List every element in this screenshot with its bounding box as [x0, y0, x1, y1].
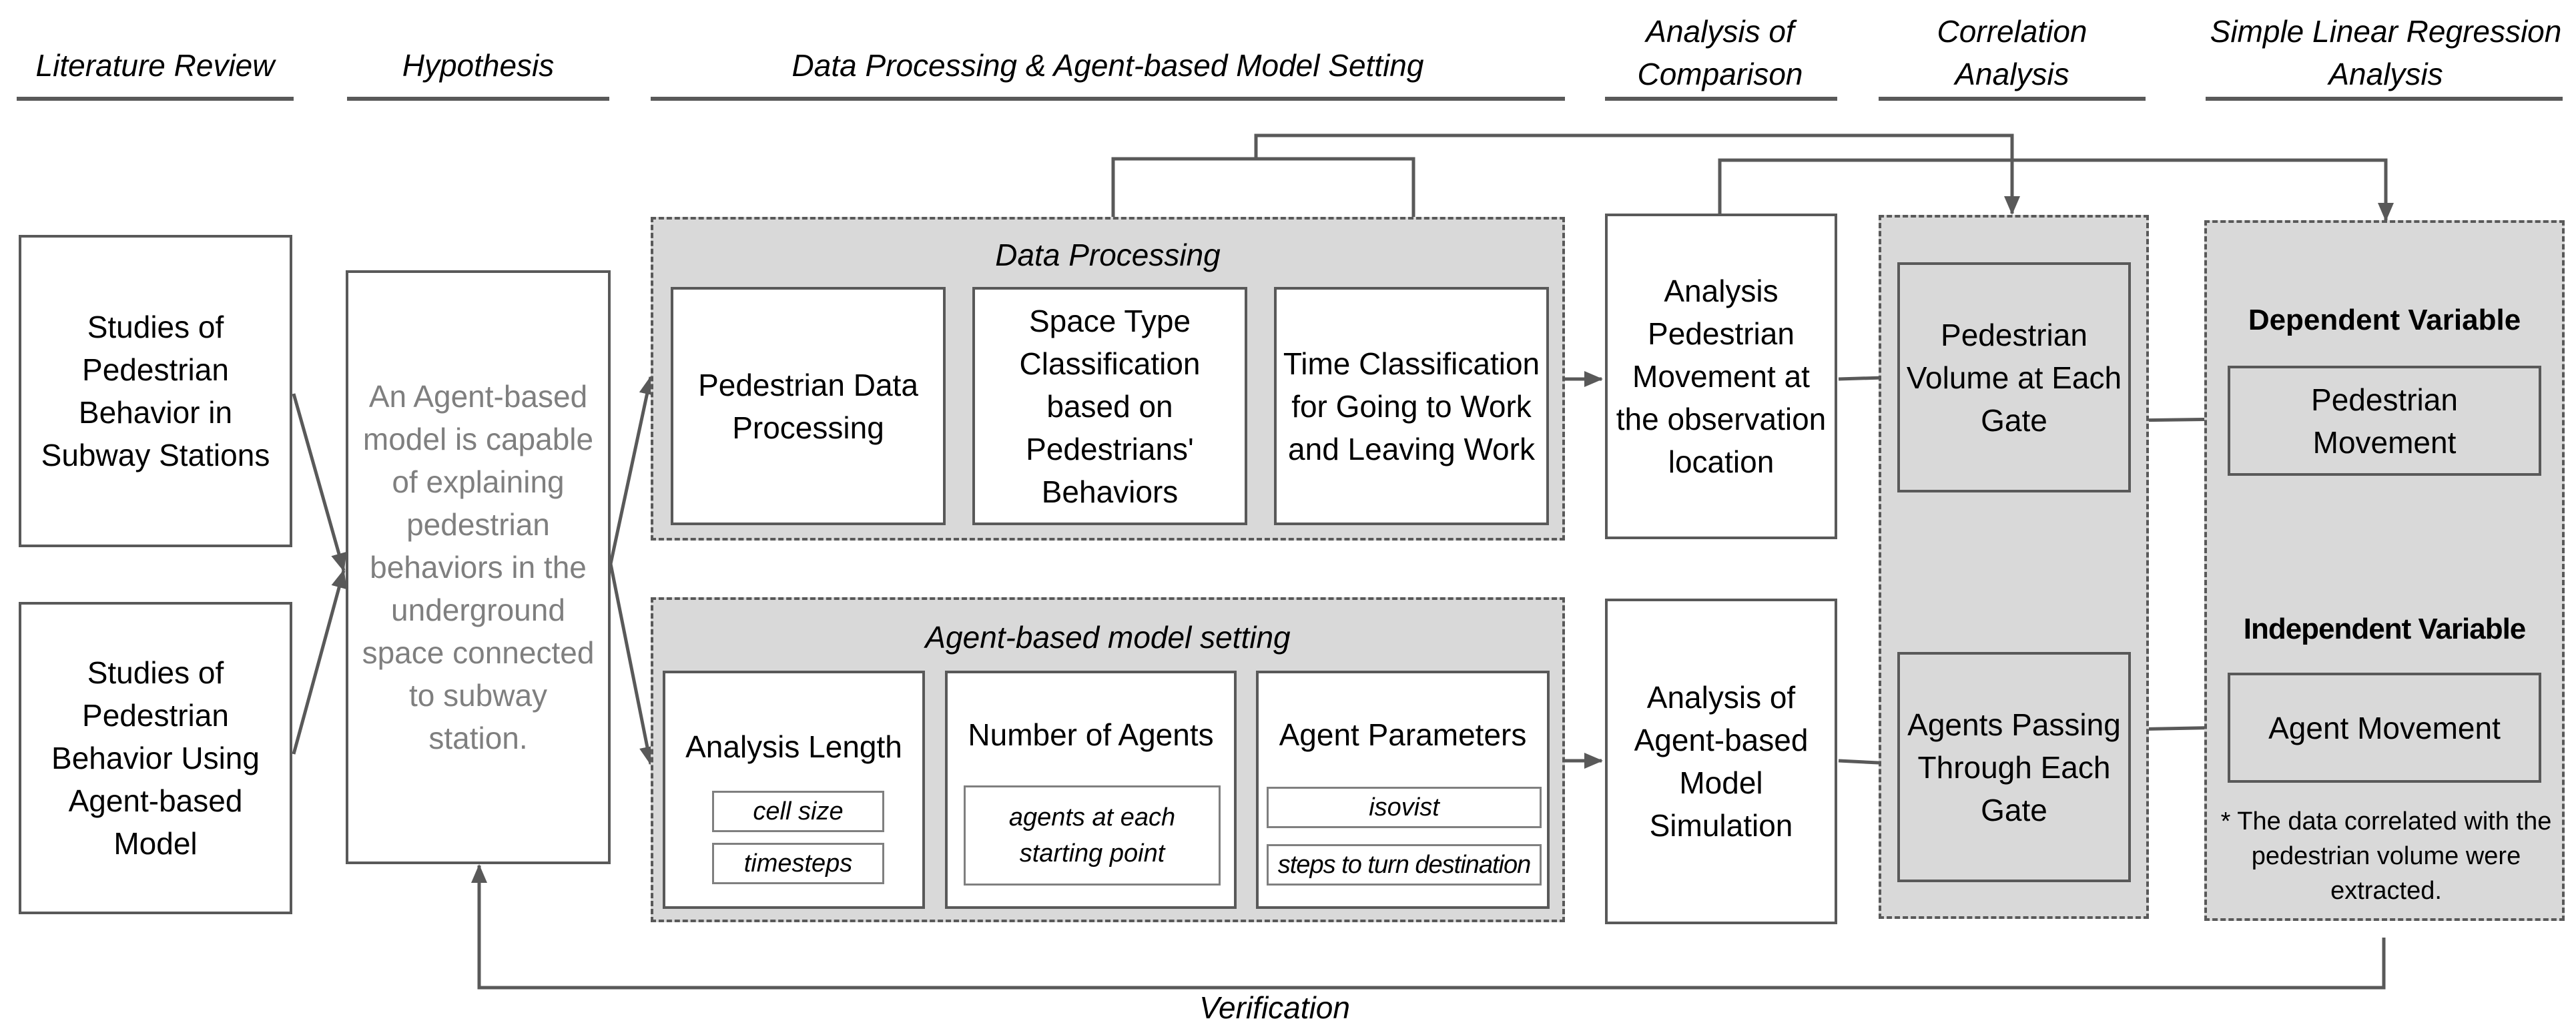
- agent-parameters-box: Agent Parameters isovist steps to turn d…: [1256, 671, 1550, 909]
- phase-underline: [2206, 97, 2563, 101]
- analysis-pedestrian-movement-box: Analysis Pedestrian Movement at the obse…: [1605, 214, 1837, 539]
- independent-variable-label: Independent Variable: [2243, 613, 2527, 645]
- regression-panel: [2204, 220, 2565, 921]
- regression-note: * The data correlated with the pedestria…: [2220, 807, 2552, 905]
- verification-label: Verification: [1199, 990, 1350, 1025]
- timesteps-item: timesteps: [712, 843, 884, 884]
- number-of-agents-label: Number of Agents: [968, 717, 1214, 752]
- agent-movement-text: Agent Movement: [2268, 710, 2501, 745]
- connector-top-horizontal: [1718, 158, 2394, 222]
- analysis-pedestrian-movement-text: Analysis Pedestrian Movement at the obse…: [1616, 274, 1827, 479]
- dependent-variable-label: Dependent Variable: [2248, 304, 2521, 336]
- steps-to-turn-destination-item: steps to turn destination: [1267, 844, 1542, 886]
- number-of-agents-box: Number of Agents agents at each starting…: [945, 671, 1237, 909]
- cell-size-item: cell size: [712, 791, 884, 832]
- hypothesis-text: An Agent-based model is capable of expla…: [362, 379, 595, 755]
- abm-setting-title: Agent-based model setting: [925, 620, 1291, 655]
- literature-box-subway: Studies of Pedestrian Behavior in Subway…: [19, 235, 292, 547]
- literature-box-agent-based-text: Studies of Pedestrian Behavior Using Age…: [51, 655, 260, 861]
- space-type-classification-text: Space Type Classification based on Pedes…: [1019, 303, 1201, 509]
- arrow-lit1-to-hypothesis: [292, 393, 347, 572]
- data-processing-title: Data Processing: [995, 238, 1221, 272]
- isovist-item: isovist: [1267, 787, 1542, 828]
- arrow-hypothesis-to-data-processing: [609, 376, 655, 565]
- literature-box-subway-text: Studies of Pedestrian Behavior in Subway…: [41, 310, 270, 472]
- pedestrian-movement-box: Pedestrian Movement: [2228, 366, 2541, 476]
- pedestrian-volume-text: Pedestrian Volume at Each Gate: [1906, 317, 2122, 438]
- phase-underline: [17, 97, 294, 101]
- analysis-abm-simulation-text: Analysis of Agent-based Model Simulation: [1634, 680, 1809, 843]
- hypothesis-box: An Agent-based model is capable of expla…: [346, 270, 611, 864]
- analysis-abm-simulation-box: Analysis of Agent-based Model Simulation: [1605, 599, 1837, 924]
- literature-box-agent-based: Studies of Pedestrian Behavior Using Age…: [19, 602, 292, 914]
- phase-simple-linear-regression: Simple Linear Regression Analysis: [2210, 14, 2562, 91]
- pedestrian-data-processing-box: Pedestrian Data Processing: [671, 287, 946, 525]
- verification-loop: [471, 864, 2386, 990]
- agents-at-starting-point-item: agents at each starting point: [964, 785, 1221, 886]
- arrow-lit2-to-hypothesis: [292, 569, 347, 755]
- phase-correlation-analysis: Correlation Analysis: [1937, 14, 2087, 91]
- phase-hypothesis: Hypothesis: [402, 48, 555, 83]
- phase-data-processing: Data Processing & Agent-based Model Sett…: [791, 48, 1424, 83]
- time-classification-box: Time Classification for Going to Work an…: [1274, 287, 1549, 525]
- agents-passing-box: Agents Passing Through Each Gate: [1897, 652, 2131, 882]
- agents-passing-text: Agents Passing Through Each Gate: [1907, 707, 2121, 827]
- phase-underline: [1879, 97, 2146, 101]
- pedestrian-volume-box: Pedestrian Volume at Each Gate: [1897, 262, 2131, 492]
- phase-literature-review: Literature Review: [35, 48, 275, 83]
- agent-parameters-label: Agent Parameters: [1279, 717, 1527, 752]
- connector-top-to-analysis: [1254, 133, 2020, 215]
- time-classification-text: Time Classification for Going to Work an…: [1283, 346, 1540, 466]
- phase-underline: [1605, 97, 1837, 101]
- pedestrian-movement-text: Pedestrian Movement: [2311, 382, 2458, 460]
- phase-underline: [651, 97, 1565, 101]
- agent-movement-box: Agent Movement: [2228, 673, 2541, 783]
- pedestrian-data-processing-text: Pedestrian Data Processing: [698, 367, 918, 445]
- analysis-length-box: Analysis Length cell size timesteps: [663, 671, 925, 909]
- arrow-hypothesis-to-abm-setting: [609, 563, 655, 765]
- phase-underline: [347, 97, 609, 101]
- analysis-length-label: Analysis Length: [685, 729, 902, 764]
- phase-analysis-of-comparison: Analysis of Comparison: [1637, 14, 1803, 91]
- space-type-classification-box: Space Type Classification based on Pedes…: [972, 287, 1247, 525]
